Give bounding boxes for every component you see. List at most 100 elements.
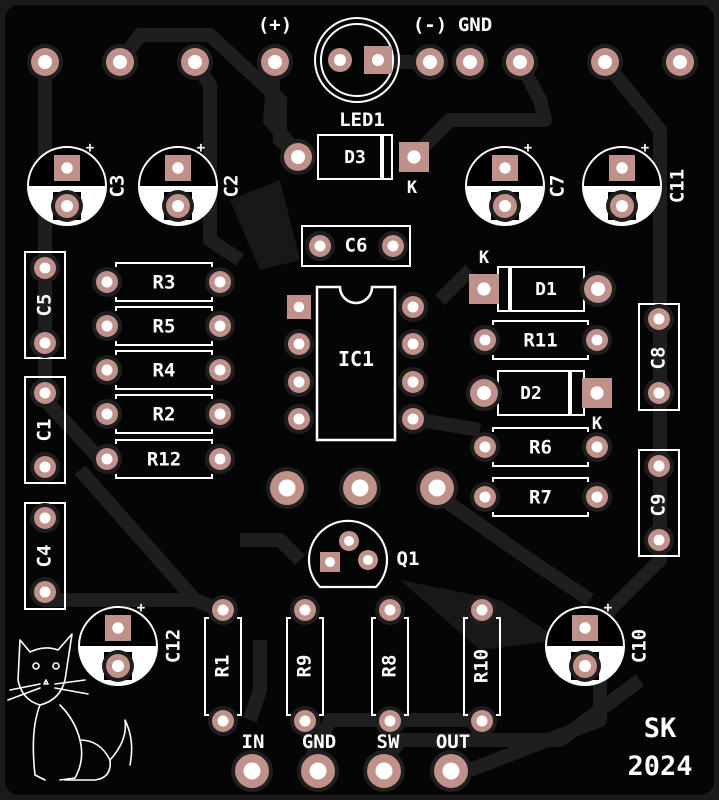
- resistor-r11: R11: [470, 320, 612, 360]
- resistor-label: R8: [379, 655, 401, 678]
- led1-outline-inner: [320, 23, 394, 97]
- cap-pad-2-drill: [39, 461, 51, 473]
- film-cap-c1: C1: [24, 376, 66, 484]
- film-cap-c9: C9: [638, 449, 680, 557]
- q1-label: Q1: [397, 548, 420, 570]
- diode-label: D2: [520, 383, 542, 404]
- resistor-pad-1-drill: [479, 491, 491, 503]
- io-pad-out-drill: [442, 762, 460, 780]
- resistor-label: R4: [153, 360, 176, 382]
- signature-initials: SK: [644, 713, 677, 744]
- cap-pad-2-drill: [39, 337, 51, 349]
- io-pad-gnd-drill: [309, 762, 327, 780]
- lug-pad-1-drill: [278, 479, 296, 497]
- q1-drill-1: [325, 557, 335, 567]
- ic1-pin-7-drill: [407, 338, 419, 350]
- diode-cathode-label: K: [479, 248, 490, 268]
- diode-label: D3: [344, 147, 366, 168]
- resistor-outline: [115, 306, 213, 346]
- q1-drill-3: [363, 555, 373, 565]
- cap-label: C7: [547, 175, 569, 198]
- electrolytic-cap-c10: +C10: [545, 600, 651, 686]
- resistor-pad-2-drill: [214, 276, 226, 288]
- resistor-pad-1-drill: [101, 276, 113, 288]
- resistor-label: R12: [147, 449, 181, 471]
- io-pad-in-drill: [243, 762, 261, 780]
- resistor-r2: R2: [92, 394, 235, 434]
- resistor-label: R1: [212, 655, 234, 678]
- io-pads: [231, 750, 472, 792]
- resistor-pad-2-drill: [476, 715, 488, 727]
- resistor-pad-2-drill: [214, 408, 226, 420]
- cap-polarity-mark: +: [137, 600, 145, 616]
- diode-pad-anode-drill: [291, 150, 305, 164]
- cap-label: C1: [34, 419, 56, 442]
- diode-d3: D3K: [280, 134, 429, 198]
- resistor-pad-1-drill: [101, 320, 113, 332]
- resistor-outline: [492, 320, 589, 360]
- cap-pad-2-drill: [653, 387, 665, 399]
- resistor-outline: [492, 477, 589, 517]
- led1-outline-outer: [314, 17, 400, 103]
- ic1-pins: [284, 292, 428, 434]
- cap-label: C4: [34, 545, 56, 568]
- resistor-outline: [115, 350, 213, 390]
- cap-pad-negative-drill: [112, 660, 124, 672]
- resistor-label: R3: [153, 272, 176, 294]
- resistor-pad-2-drill: [591, 491, 603, 503]
- cap-label: C5: [34, 294, 56, 317]
- cap-label: C10: [629, 629, 651, 663]
- film-cap-c6: C6: [301, 225, 411, 267]
- io-pad-sw-drill: [375, 762, 393, 780]
- cap-label: C6: [345, 235, 368, 257]
- cap-pad-negative-drill: [616, 200, 628, 212]
- cap-pad-1-drill: [653, 313, 665, 325]
- header-pad-6-drill: [463, 55, 477, 69]
- cap-pad-negative-drill: [499, 200, 511, 212]
- led1: LED1: [314, 17, 400, 131]
- cap-label: C9: [648, 494, 670, 517]
- header-pad-7-drill: [513, 55, 527, 69]
- label-gnd-top: GND: [458, 14, 492, 36]
- lug-pad-3-drill: [428, 479, 446, 497]
- diode-pad-cathode-drill: [591, 282, 605, 296]
- cap-pad-1-drill: [653, 460, 665, 472]
- ic1-outline: [315, 285, 397, 442]
- electrolytic-cap-c3: +C3: [27, 140, 129, 226]
- header-pad-8-drill: [598, 55, 612, 69]
- cap-outline: [301, 225, 411, 267]
- ic1-pin-1-drill: [293, 301, 305, 313]
- resistor-pad-1-drill: [479, 441, 491, 453]
- resistor-outline: [371, 617, 409, 716]
- cap-pad-positive-drill: [616, 162, 628, 174]
- resistor-label: R10: [471, 649, 493, 683]
- cat-artwork-icon: [7, 633, 133, 781]
- header-pads: [27, 44, 698, 80]
- cap-polarity-mark: +: [86, 140, 94, 156]
- electrolytic-cap-c7: + C7: [465, 140, 569, 226]
- resistor-label: R2: [153, 404, 176, 426]
- cap-pad-2-drill: [387, 240, 399, 252]
- resistor-pad-1-drill: [101, 364, 113, 376]
- resistor-r1: R1: [204, 595, 242, 736]
- cap-polarity-mark: +: [524, 140, 532, 156]
- cap-outline: [638, 449, 680, 557]
- header-pad-9-drill: [673, 55, 687, 69]
- cap-pad-negative-drill: [172, 200, 184, 212]
- ic1: IC1: [284, 285, 428, 442]
- components-layer: D3KD1KD2K+C3+C2+C7+C11+C12+C10C6C5C1C4C8…: [24, 134, 689, 736]
- diode-pad-cathode-drill: [590, 386, 604, 400]
- cap-pad-1-drill: [314, 240, 326, 252]
- lug-pad-2-drill: [351, 479, 369, 497]
- diode-pad-anode-drill: [477, 282, 491, 296]
- cap-pad-1-drill: [39, 262, 51, 274]
- cap-label: C11: [667, 169, 689, 203]
- resistor-r9: R9: [286, 595, 324, 736]
- signature-year: 2024: [627, 751, 692, 782]
- led1-drill-anode: [334, 54, 346, 66]
- film-cap-c5: C5: [24, 251, 66, 359]
- resistor-pad-2-drill: [217, 715, 229, 727]
- ic1-label: IC1: [338, 347, 374, 371]
- label-plus: (+): [258, 14, 292, 36]
